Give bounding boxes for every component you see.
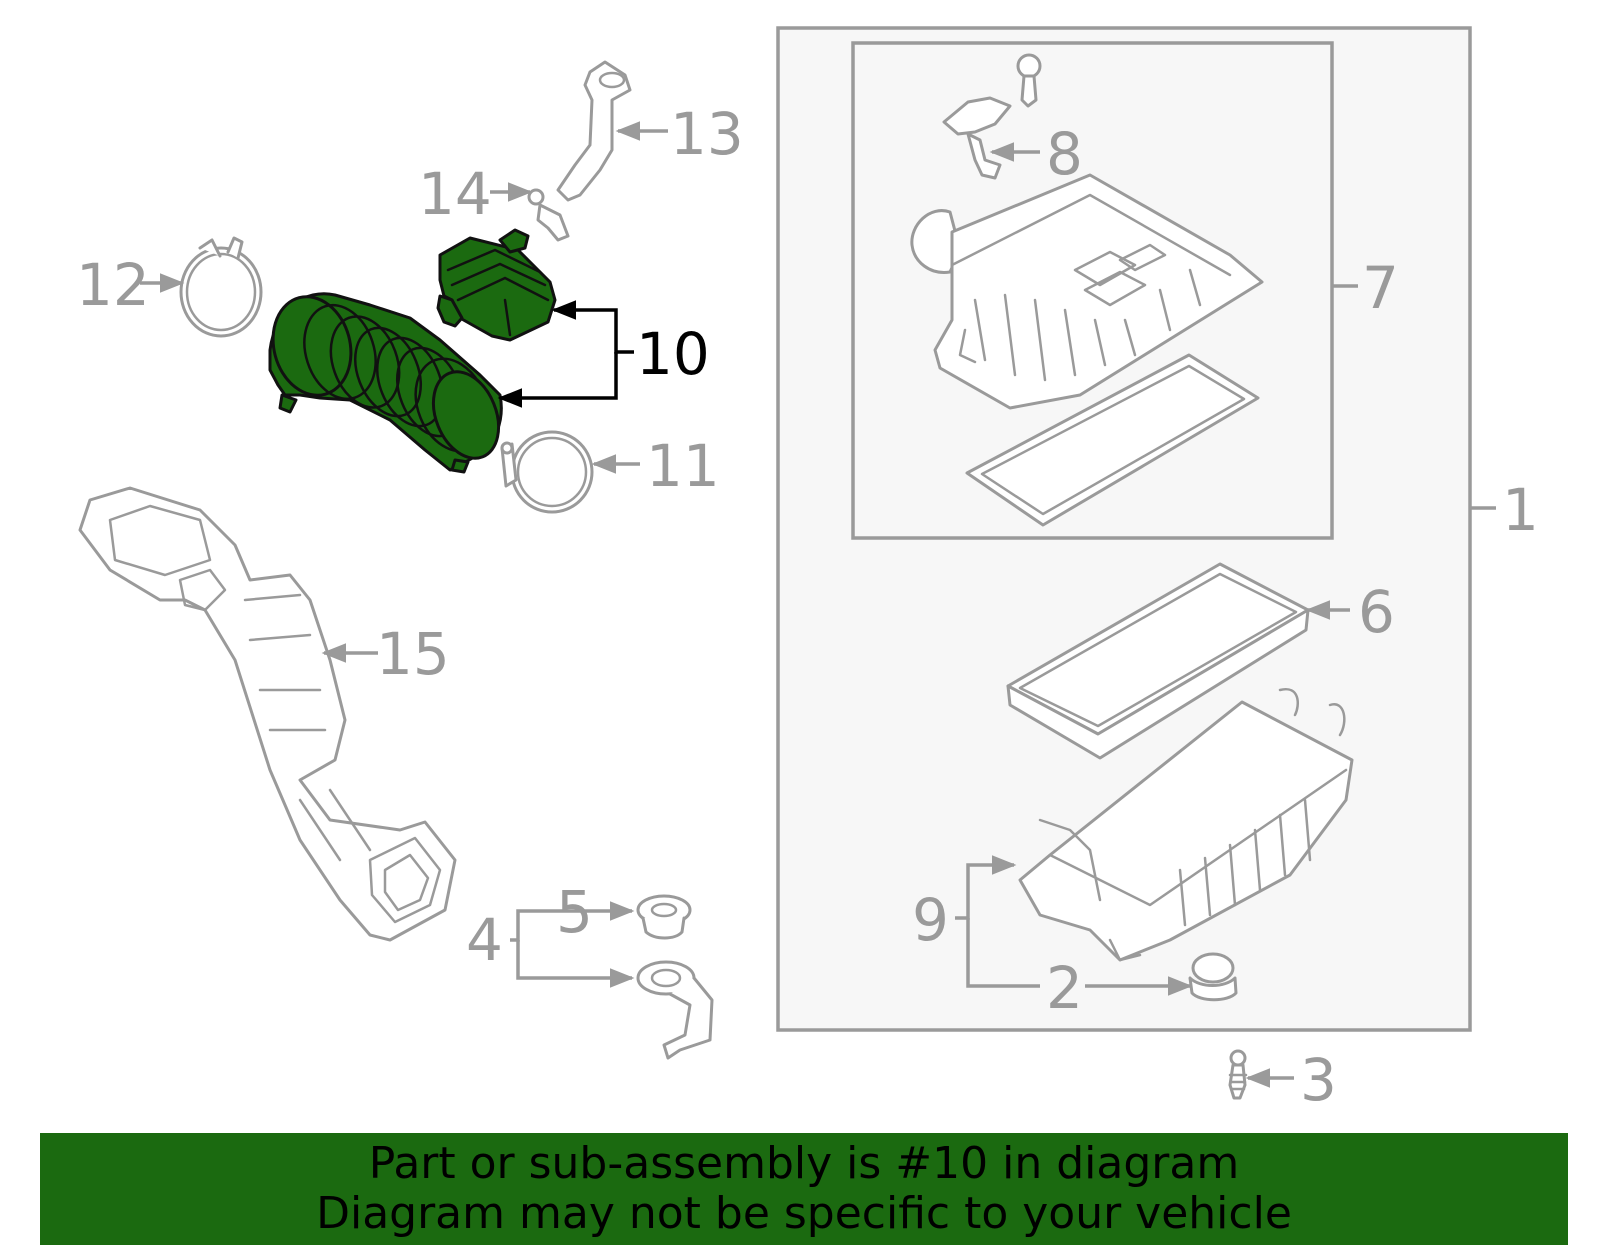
- callout-9: 9: [912, 886, 949, 954]
- callout-4: 4: [466, 906, 503, 974]
- callout-8: 8: [1046, 120, 1083, 188]
- banner-line-2: Diagram may not be specific to your vehi…: [316, 1188, 1292, 1239]
- part-info-banner: Part or sub-assembly is #10 in diagram D…: [40, 1133, 1568, 1245]
- part-14-clip[interactable]: [527, 188, 570, 242]
- callout-11: 11: [646, 432, 720, 500]
- callout-1: 1: [1502, 476, 1539, 544]
- leader-9: [955, 855, 1017, 920]
- leader-4-2: [516, 940, 635, 988]
- leader-4: [510, 901, 635, 942]
- callout-3: 3: [1300, 1046, 1337, 1114]
- callout-5: 5: [556, 878, 593, 946]
- part-5-grommet[interactable]: [636, 894, 692, 940]
- part-2-grommet[interactable]: [1188, 952, 1238, 1002]
- part-15-intake-duct[interactable]: [78, 486, 457, 942]
- leader-10: [551, 300, 634, 354]
- callout-14: 14: [418, 160, 492, 228]
- part-9-lower-housing[interactable]: [1018, 687, 1354, 962]
- callout-13: 13: [670, 100, 744, 168]
- callout-7: 7: [1362, 254, 1399, 322]
- part-7-upper-housing[interactable]: [910, 173, 1264, 410]
- part-10-resonator[interactable]: [436, 228, 557, 342]
- part-10-intake-hose[interactable]: [262, 288, 510, 474]
- part-4-bracket[interactable]: [636, 960, 714, 1060]
- part-7-filter-gasket[interactable]: [965, 353, 1260, 527]
- callout-2: 2: [1046, 954, 1083, 1022]
- part-11-clamp[interactable]: [500, 430, 594, 514]
- leader-9-2: [966, 918, 1040, 988]
- part-12-clamp[interactable]: [179, 236, 263, 338]
- callout-15: 15: [376, 620, 450, 688]
- callout-6: 6: [1358, 578, 1395, 646]
- part-13-hose[interactable]: [556, 60, 632, 202]
- part-3-bolt[interactable]: [1228, 1049, 1248, 1100]
- callout-10: 10: [636, 320, 710, 388]
- banner-line-1: Part or sub-assembly is #10 in diagram: [368, 1138, 1240, 1189]
- leader-10-2: [497, 352, 618, 408]
- part-8-sensor[interactable]: [942, 53, 1042, 180]
- callout-12: 12: [76, 251, 150, 319]
